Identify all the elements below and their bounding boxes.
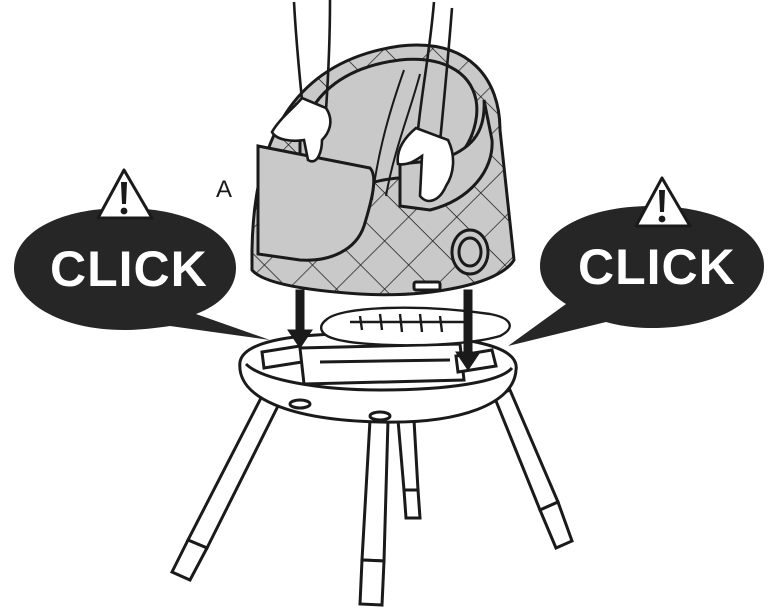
leg-front-center — [362, 420, 388, 561]
base-channel — [300, 344, 464, 384]
leg-socket-left — [290, 400, 310, 408]
leg-foot-front-left — [172, 540, 207, 580]
leg-foot-back-center — [404, 490, 420, 518]
leg-socket — [370, 412, 390, 420]
seat-tag — [414, 282, 440, 290]
leg-right — [494, 390, 558, 510]
seat-shell-a — [252, 45, 514, 295]
click-label-right: CLICK — [578, 242, 736, 292]
tray-body — [321, 308, 510, 346]
part-label-a: A — [216, 176, 232, 204]
tray-insert — [321, 308, 510, 346]
leg-front-left — [188, 396, 279, 548]
warning-triangle-icon — [98, 170, 152, 218]
leg-foot-right — [540, 502, 572, 548]
click-label-left: CLICK — [50, 244, 208, 294]
seat-side-dial-inner — [459, 238, 481, 266]
base-inner-line — [320, 360, 450, 362]
leg-back-center — [398, 420, 418, 490]
leg-foot-front-center — [360, 560, 384, 605]
seat-base — [240, 334, 516, 422]
warning-triangle-icon — [636, 178, 690, 226]
